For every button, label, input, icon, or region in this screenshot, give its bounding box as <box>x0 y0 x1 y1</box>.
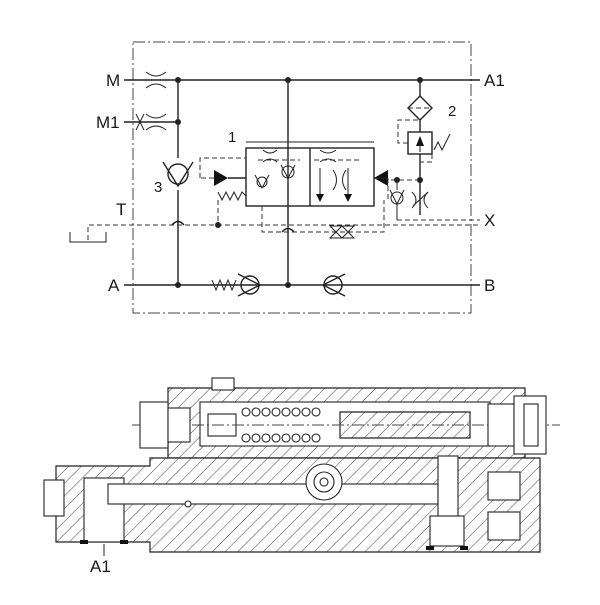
line-hop-center <box>281 227 295 233</box>
o-ring <box>426 546 434 550</box>
component-number-1: 1 <box>228 129 236 146</box>
spool-spring <box>241 407 321 443</box>
filter-symbol <box>407 95 433 121</box>
junction-dot <box>417 77 423 83</box>
check-valve-b-symbol <box>321 273 346 297</box>
round-port <box>305 463 343 501</box>
left-plug <box>139 401 191 449</box>
junction-dot <box>285 282 291 288</box>
junction-dot <box>417 177 423 183</box>
port-label-t: T <box>116 200 126 219</box>
tank-symbol <box>69 232 107 243</box>
o-ring <box>460 546 468 550</box>
check-valve-3-symbol <box>162 161 194 188</box>
port-label-a1: A1 <box>484 71 505 90</box>
component-number-2: 2 <box>448 103 456 120</box>
line-hop-left <box>171 220 185 226</box>
shuttle-valve-symbol <box>328 225 356 239</box>
top-boss <box>211 377 235 391</box>
junction-dot <box>175 119 181 125</box>
right-end-cap <box>487 395 547 455</box>
port-label-b: B <box>484 276 495 295</box>
component-number-3: 3 <box>154 179 162 196</box>
port-label-a: A <box>108 276 120 295</box>
spool <box>339 411 471 439</box>
orifice-right-symbol <box>411 191 429 209</box>
o-ring <box>80 540 88 544</box>
lower-body-section <box>55 457 541 553</box>
pressure-reducer-2-symbol <box>397 119 451 163</box>
main-valve-1-symbol <box>199 141 389 207</box>
junction-dot <box>175 282 181 288</box>
junction-dot <box>285 77 291 83</box>
check-valve-a-symbol <box>211 273 262 297</box>
vertical-channel <box>437 455 459 521</box>
bottom-plug <box>429 515 465 547</box>
junction-dot <box>215 222 221 228</box>
section-port-label-a1: A1 <box>90 557 111 576</box>
hydraulic-schematic: M M1 T A A1 X B 1 2 3 <box>69 41 505 314</box>
port-label-m: M <box>106 71 120 90</box>
orifice-m1-symbol <box>135 113 167 131</box>
junction-dot <box>394 177 400 183</box>
line-t-return <box>87 224 480 240</box>
check-valve-x-symbol <box>383 179 420 220</box>
small-hole <box>184 500 192 508</box>
cross-section-view: A1 <box>43 377 560 576</box>
a1-bore <box>83 477 125 543</box>
port-label-m1: M1 <box>96 113 120 132</box>
orifice-m-symbol <box>145 71 167 89</box>
o-ring <box>120 540 128 544</box>
horizontal-channel <box>107 483 439 505</box>
right-side-slots <box>487 471 521 541</box>
line-t-branch <box>261 200 385 233</box>
junction-dot <box>175 77 181 83</box>
port-label-x: X <box>484 211 495 230</box>
lower-left-plug <box>43 479 65 517</box>
schematic-boundary <box>132 41 472 314</box>
